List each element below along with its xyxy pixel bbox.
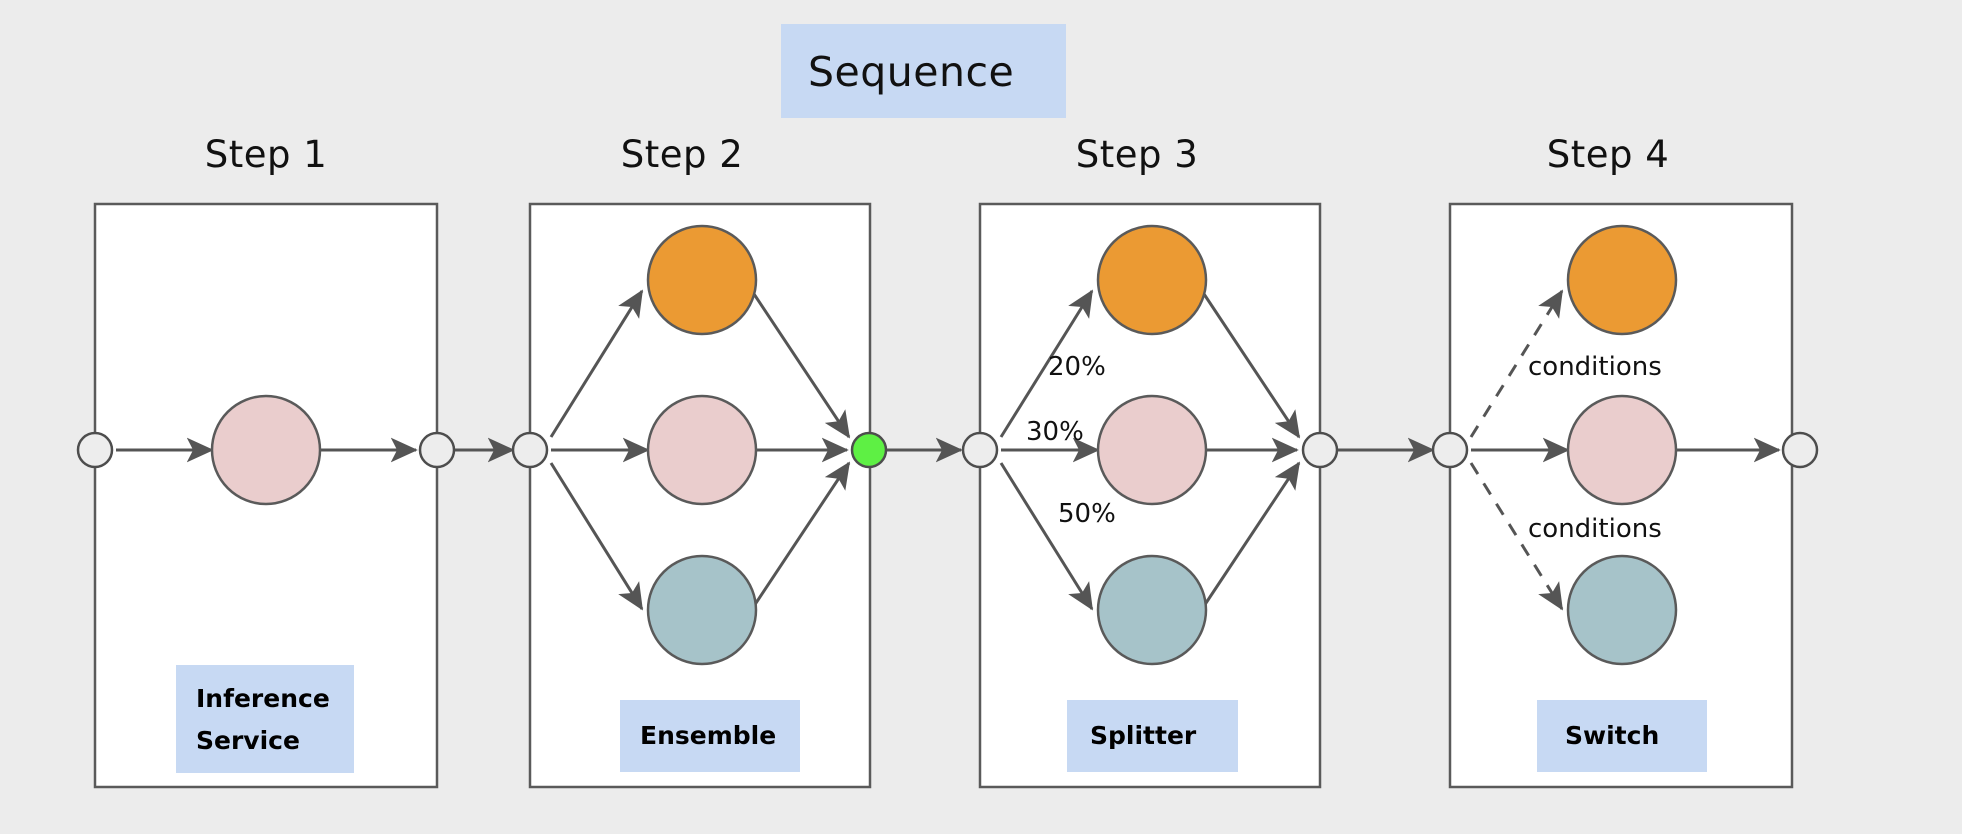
title-box: [781, 24, 1066, 118]
edge-condition-label-top: conditions: [1528, 352, 1662, 382]
edge-s3-split-bottom: [999, 462, 1094, 611]
edge-condition-label-bottom: conditions: [1528, 514, 1662, 544]
tag-step-4[interactable]: Switch: [1537, 700, 1707, 772]
model-blob-pink-step1[interactable]: [210, 394, 322, 506]
flow-node-step4-in[interactable]: [1431, 431, 1469, 469]
edge-s4-condition-top: [1469, 289, 1564, 438]
step-heading-1: Step 1: [205, 133, 328, 176]
flow-node-step2-in[interactable]: [511, 431, 549, 469]
tag-step-2[interactable]: Ensemble: [620, 700, 800, 772]
edge-s4-condition-bottom: [1469, 462, 1564, 611]
model-blob-orange-step4[interactable]: [1566, 224, 1678, 336]
tag-box-step-1: [176, 665, 354, 773]
edge-weight-label-bottom: 50%: [1058, 499, 1116, 529]
flow-node-step3-in[interactable]: [961, 431, 999, 469]
edge-s3-split-top: [999, 289, 1094, 438]
page-title: Sequence: [808, 48, 1014, 96]
step-heading-2: Step 2: [621, 133, 744, 176]
edge-weight-label-top: 20%: [1048, 352, 1106, 382]
flow-node-step3-out[interactable]: [1301, 431, 1339, 469]
edge-s2-fanin-bottom: [750, 461, 851, 610]
flow-node-step2-join[interactable]: [850, 431, 888, 469]
title-banner: Sequence: [781, 24, 1066, 118]
tag-box-step-3: [1067, 700, 1238, 772]
flow-node-end[interactable]: [1781, 431, 1819, 469]
flow-node-start[interactable]: [76, 431, 114, 469]
step-3-graph: 20% 30% 50%: [999, 224, 1301, 666]
edge-s2-fanout-bottom: [549, 462, 644, 611]
tag-label-step-1-line-1: Inference: [196, 684, 330, 713]
model-blob-orange-step2[interactable]: [646, 224, 758, 336]
tag-label-step-2: Ensemble: [640, 721, 776, 750]
step-heading-3: Step 3: [1076, 133, 1199, 176]
edge-s2-fanin-top: [750, 290, 851, 439]
tag-box-step-2: [620, 700, 800, 772]
flow-node-step1-out[interactable]: [418, 431, 456, 469]
model-blob-orange-step3[interactable]: [1096, 224, 1208, 336]
step-4-graph: conditions conditions: [1469, 224, 1781, 666]
tag-label-step-3: Splitter: [1090, 721, 1197, 750]
model-blob-teal-step2[interactable]: [646, 554, 758, 666]
tag-step-3[interactable]: Splitter: [1067, 700, 1238, 772]
edge-s2-fanout-top: [549, 289, 644, 438]
step-heading-4: Step 4: [1547, 133, 1670, 176]
model-blob-pink-step3[interactable]: [1096, 394, 1208, 506]
tag-label-step-1-line-2: Service: [196, 726, 300, 755]
model-blob-teal-step3[interactable]: [1096, 554, 1208, 666]
model-blob-pink-step2[interactable]: [646, 394, 758, 506]
tag-step-1[interactable]: Inference Service: [176, 665, 354, 773]
edge-weight-label-mid: 30%: [1026, 417, 1084, 447]
tag-label-step-4: Switch: [1565, 721, 1659, 750]
tag-box-step-4: [1537, 700, 1707, 772]
edge-s3-merge-bottom: [1200, 461, 1301, 610]
step-1-graph: [116, 394, 418, 506]
model-blob-pink-step4[interactable]: [1566, 394, 1678, 506]
model-blob-teal-step4[interactable]: [1566, 554, 1678, 666]
edge-s3-merge-top: [1200, 290, 1301, 439]
step-2-graph: [549, 224, 851, 666]
